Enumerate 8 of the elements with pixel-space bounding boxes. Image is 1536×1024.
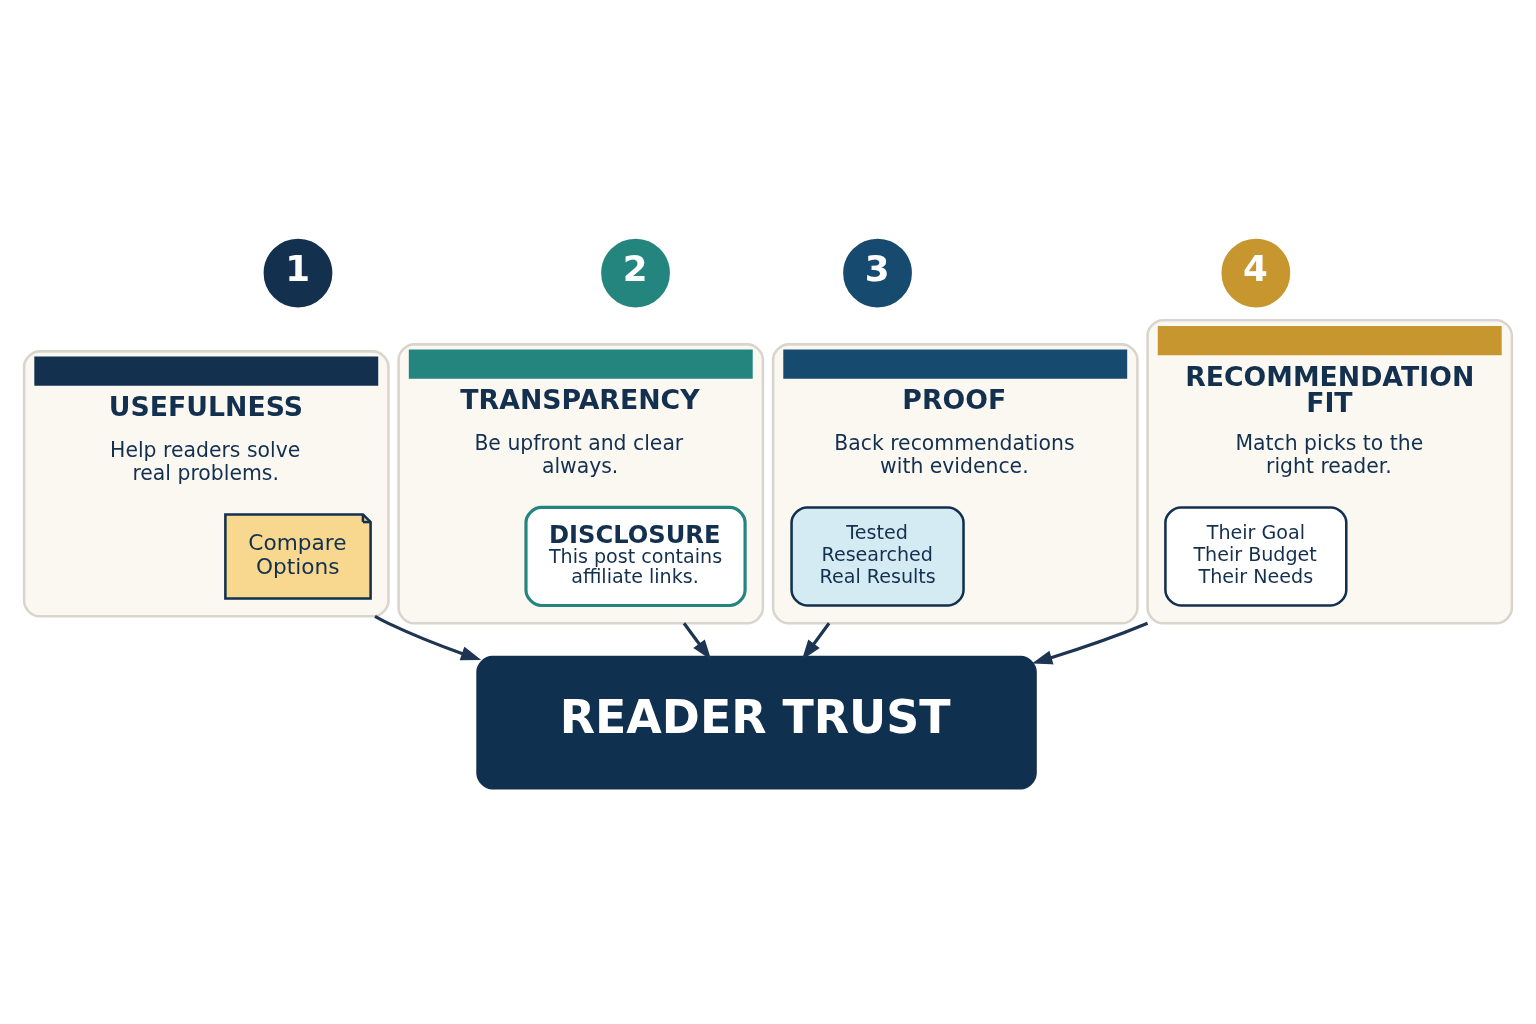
node-box: Their Goal Their Budget Their Needs	[1164, 505, 1348, 607]
arrow	[682, 621, 712, 660]
arrow	[801, 621, 831, 660]
node-box: Tested Researched Real Results	[790, 505, 965, 607]
arrow	[1031, 621, 1149, 664]
arrow	[374, 614, 482, 660]
node-box: DISCLOSURE This post contains affiliate links.	[524, 505, 747, 607]
node-box: READER TRUST	[476, 655, 1037, 790]
